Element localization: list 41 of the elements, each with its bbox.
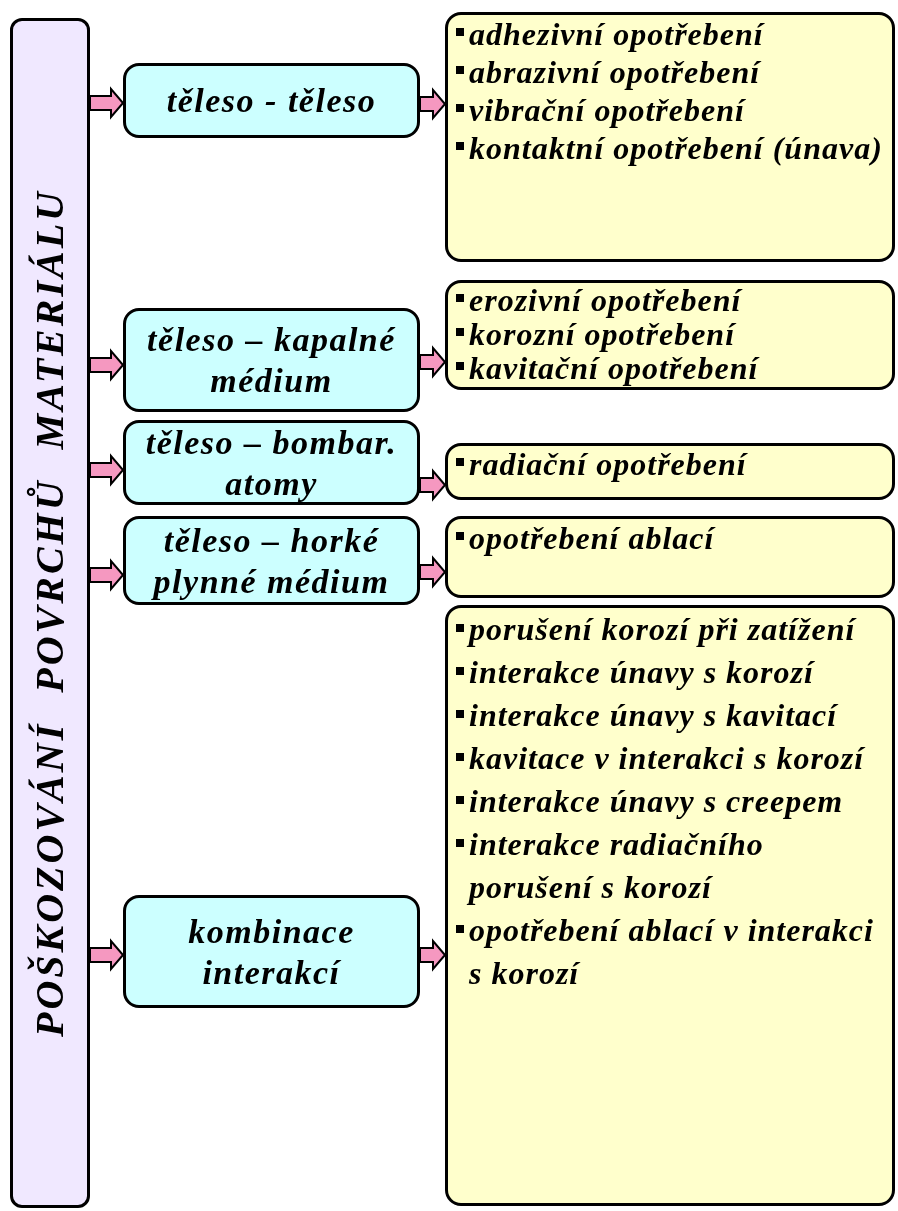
list-item: erozivní opotřebení (469, 283, 742, 317)
list-item: kavitační opotřebení (469, 351, 759, 385)
list-item: kontaktní opotřebení (únava) (469, 129, 883, 167)
list-item: radiační opotřebení (469, 446, 747, 482)
list-item: interakce únavy s korozí (469, 653, 814, 692)
list-item: adhezivní opotřebení (469, 15, 764, 53)
vertical-title: POŠKOZOVÁNÍ POVRCHŮ MATERIÁLU (26, 189, 73, 1037)
list-item: abrazivní opotřebení (469, 53, 761, 91)
block-arrow (89, 86, 125, 120)
wear-list-box (445, 280, 895, 390)
category-box (123, 308, 420, 412)
block-arrow (419, 468, 447, 502)
wear-list-box (445, 605, 895, 1206)
category-box (123, 895, 420, 1008)
block-arrow (419, 345, 447, 379)
category-label: kombinace interakcí (187, 911, 356, 993)
list-item: kavitace v interakci s korozí (469, 739, 865, 778)
list-item: vibrační opotřebení (469, 91, 745, 129)
block-arrow (419, 87, 447, 121)
list-item: korozní opotřebení (469, 317, 736, 351)
category-box (123, 420, 420, 505)
category-label: těleso - těleso (166, 81, 377, 121)
wear-list-box (445, 516, 895, 598)
block-arrow (89, 938, 125, 972)
block-arrow (419, 555, 447, 589)
category-label: těleso – kapalné médium (146, 320, 397, 401)
list-item: opotřebení ablací v interakci s korozí (469, 911, 875, 993)
list-item: opotřebení ablací (469, 519, 715, 557)
wear-list-box (445, 443, 895, 500)
category-label: těleso – bombar. atomy (144, 422, 399, 504)
category-label: těleso – horké plynné médium (150, 520, 391, 602)
category-box (123, 516, 420, 605)
wear-list-box (445, 12, 895, 262)
block-arrow (89, 453, 125, 487)
title-bar (10, 18, 90, 1208)
list-item: interakce únavy s kavitací (469, 696, 838, 735)
block-arrow (89, 558, 125, 592)
list-item: interakce únavy s creepem (469, 782, 844, 821)
block-arrow (419, 938, 447, 972)
category-box (123, 63, 420, 138)
block-arrow (89, 348, 125, 382)
